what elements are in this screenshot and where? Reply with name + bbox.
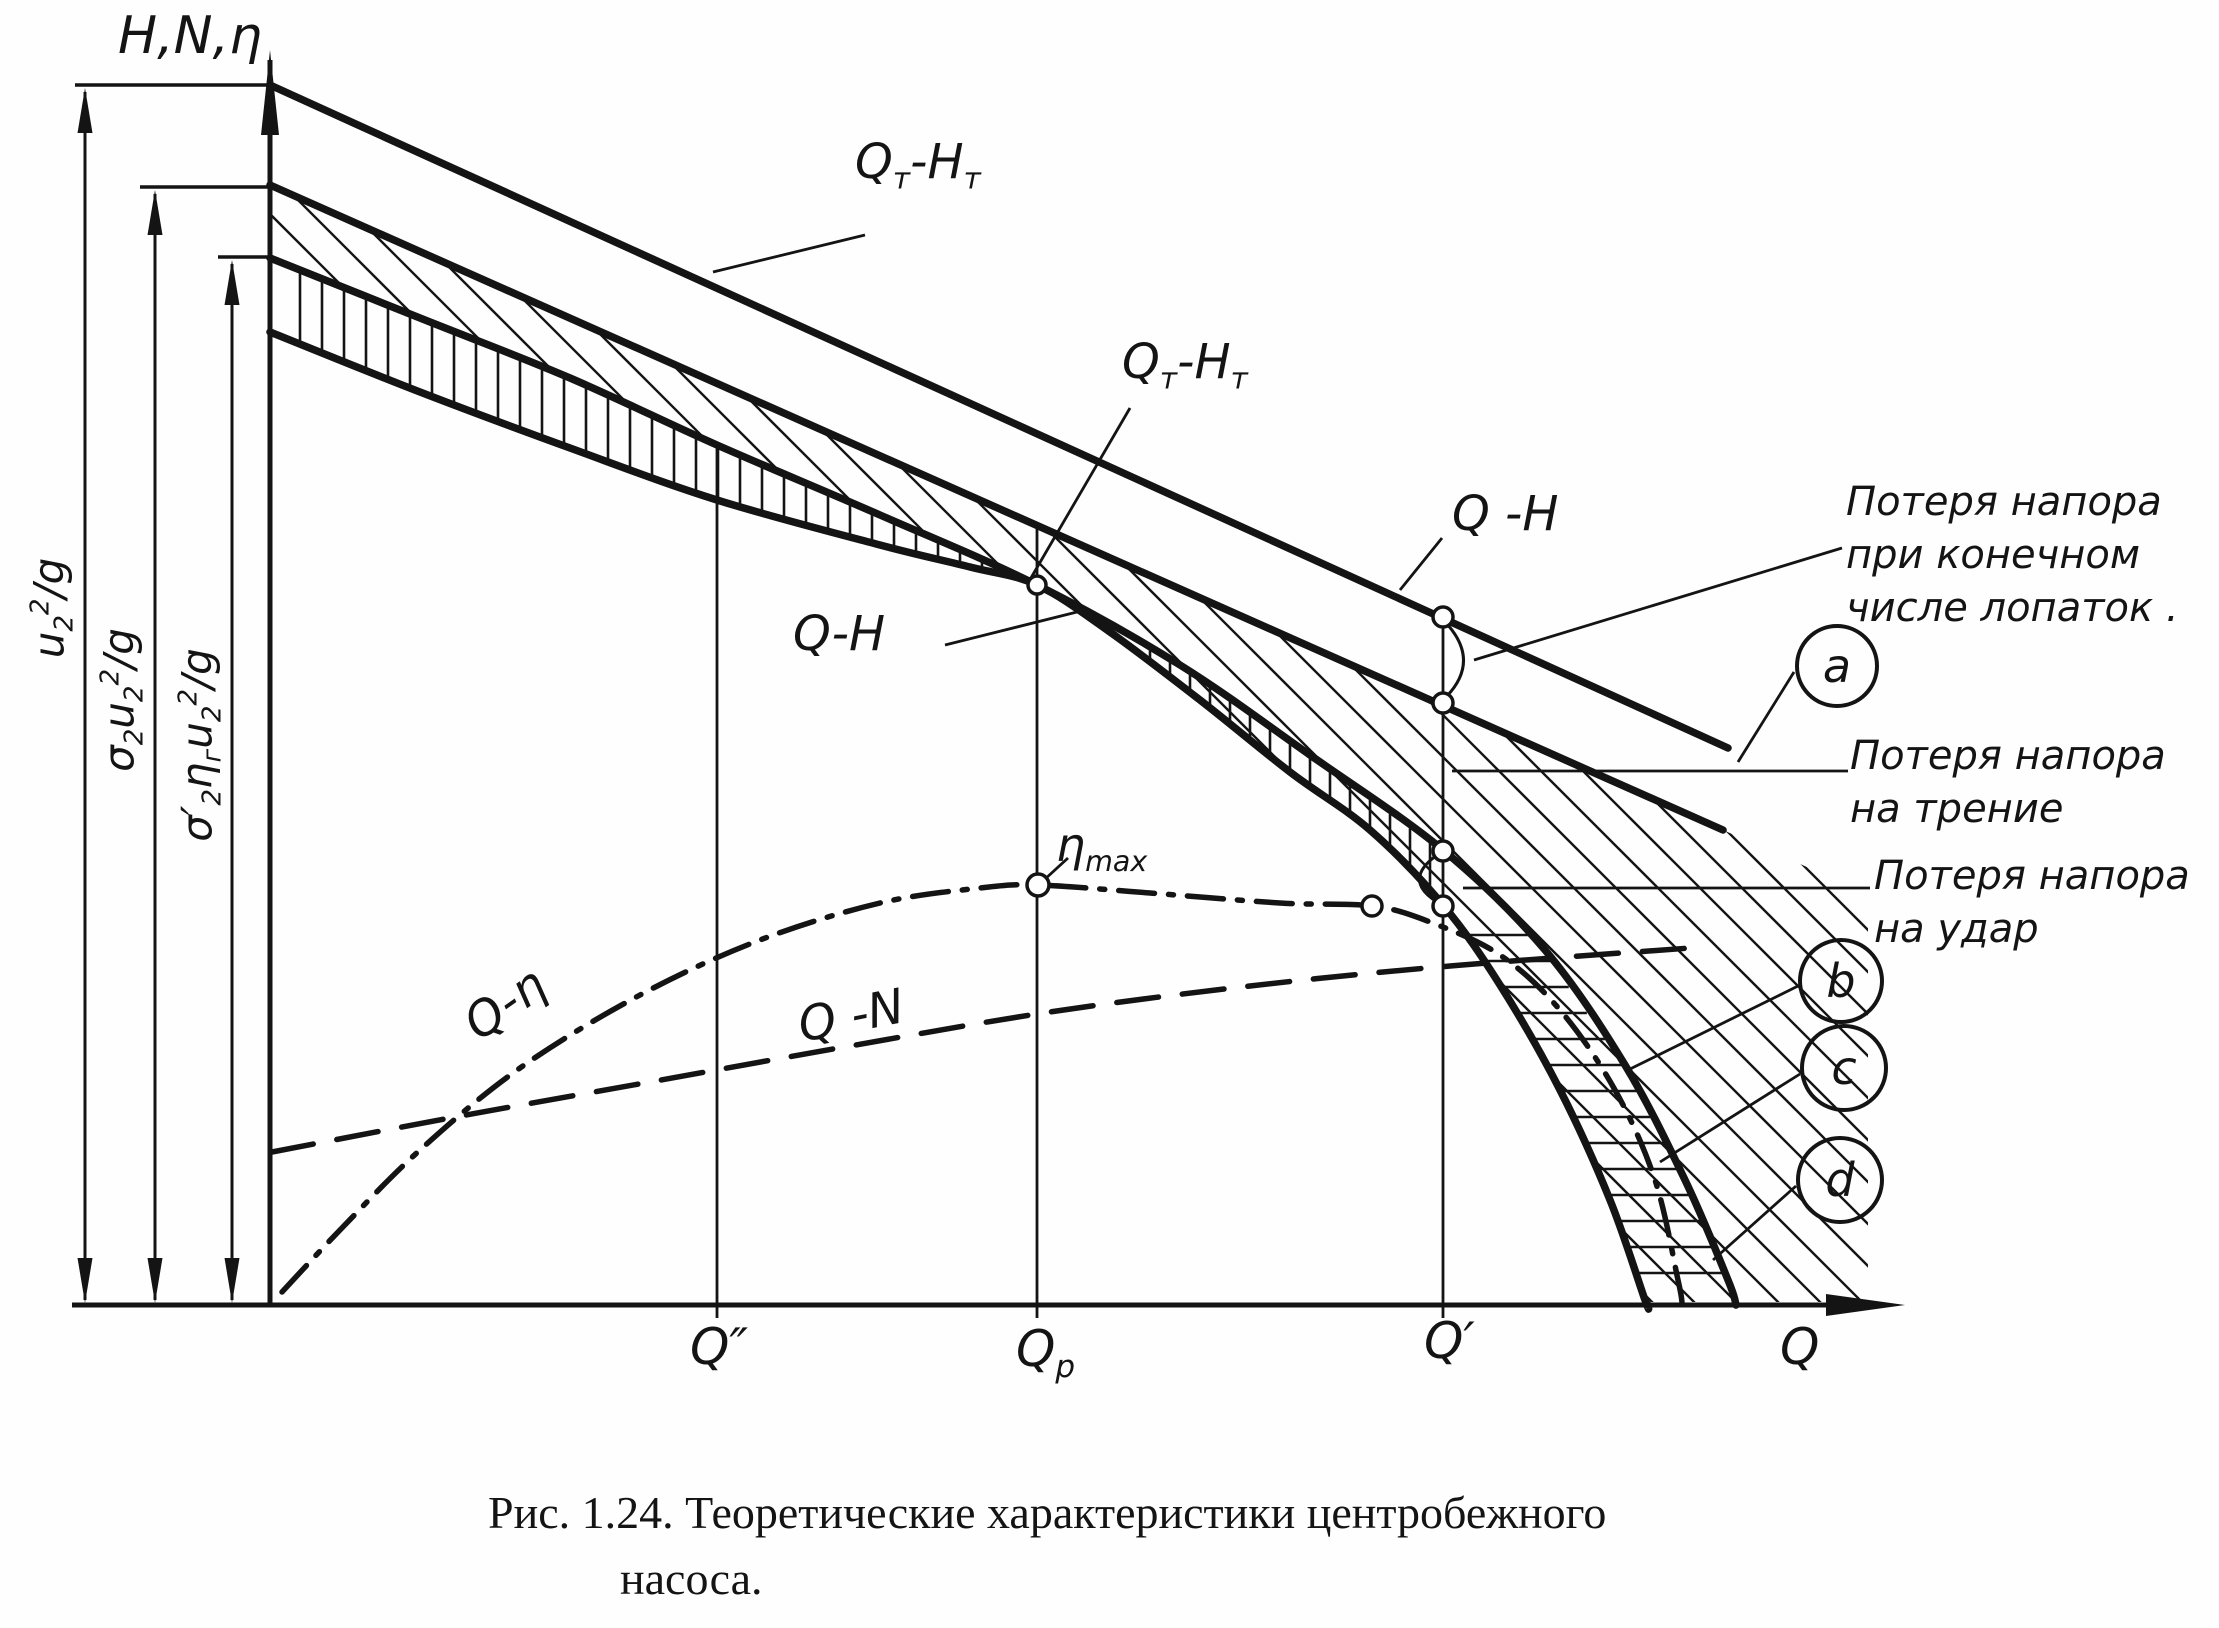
leader-lines [712,233,1870,1262]
figure-caption-line2: насоса. [620,1553,763,1604]
loss-brace [1418,853,1438,904]
loss-brace [1445,623,1465,698]
point-markers [1025,574,1455,918]
shock-loss-rungs [298,272,1723,1275]
series-0 [266,81,1732,752]
annotation-loss-finite-blades: Потеря напора при конечном числе лопаток… [1846,479,2179,631]
label-qh-right: Q -H [1452,486,1559,542]
dim-label-sigma-u2-g: σ2u22/g [94,628,150,772]
label-qh-left: Q-H [793,606,886,662]
annotation-loss-shock: Потеря напора на удар [1874,853,2190,952]
label-eta-max: ηmax [1056,818,1148,879]
circle-label-a: a [1795,624,1879,708]
x-axis-label: Q [1780,1318,1820,1376]
guide-lines [715,446,1445,1318]
label-qt-ht-top: Qт-Hт [855,134,981,197]
figure-caption-line1: Рис. 1.24. Теоретические характеристики … [488,1487,1607,1538]
series-5 [269,945,1693,1155]
circle-label-b: b [1798,938,1884,1024]
tick-label-q-doubleprime: Q″ [690,1318,749,1376]
series-3 [266,328,1653,1313]
series-1 [266,181,1727,834]
annotation-loss-friction: Потеря напора на трение [1850,733,2166,832]
series-2 [266,254,1740,1309]
tick-label-q-prime: Q′ [1424,1312,1475,1370]
dimension-arrows [75,83,270,1303]
axes [72,50,1905,1316]
dim-label-u2-g: u22/g [24,557,80,659]
dim-label-sigma-eta-u2-g: σ′2ηгu22/g [172,648,228,842]
tick-label-q-p: Qр [1016,1320,1076,1385]
series-4 [279,881,1685,1305]
label-qt-ht-mid: Qт-Hт [1122,334,1248,397]
y-axis-label: H,N,η [118,6,263,66]
circle-label-d: d [1796,1136,1884,1224]
circle-label-c: c [1800,1024,1888,1112]
